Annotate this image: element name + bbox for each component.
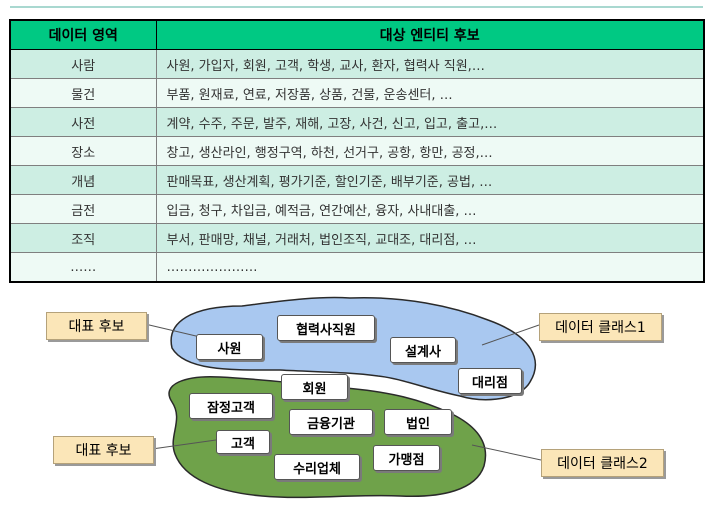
callout-line-class1 xyxy=(481,324,540,346)
row-area: 물건 xyxy=(9,78,157,108)
class1-representative-node: 사원 xyxy=(196,334,263,360)
class1-member-node: 설계사 xyxy=(390,337,456,363)
class2-representative-node: 고객 xyxy=(216,430,270,454)
table-row: 사람 사원, 가입자, 회원, 고객, 학생, 교사, 환자, 협력사 직원,… xyxy=(9,49,705,79)
row-candidates: 부서, 판매망, 채널, 거래처, 법인조직, 교대조, 대리점, … xyxy=(155,223,705,253)
class1-member-node: 협력사직원 xyxy=(277,315,375,341)
header-entity-candidates: 대상 엔티티 후보 xyxy=(155,19,705,50)
class2-member-node: 수리업체 xyxy=(274,454,360,480)
callout-line-class2 xyxy=(471,444,542,461)
top-rule xyxy=(10,6,703,8)
row-candidates: ………………… xyxy=(155,252,705,283)
row-candidates: 창고, 생산라인, 행정구역, 하천, 선거구, 공항, 항만, 공정,… xyxy=(155,136,705,166)
row-area: 사전 xyxy=(9,107,157,137)
class2-callout: 데이터 클래스2 xyxy=(541,449,664,477)
row-candidates: 사원, 가입자, 회원, 고객, 학생, 교사, 환자, 협력사 직원,… xyxy=(155,49,705,79)
representative-callout-1: 대표 후보 xyxy=(46,312,147,340)
table-row: 사전 계약, 수주, 주문, 발주, 재해, 고장, 사건, 신고, 입고, 출… xyxy=(9,107,705,137)
class2-member-node: 회원 xyxy=(281,374,348,400)
row-area: …… xyxy=(9,252,157,283)
table-row: 장소 창고, 생산라인, 행정구역, 하천, 선거구, 공항, 항만, 공정,… xyxy=(9,136,705,166)
row-area: 조직 xyxy=(9,223,157,253)
table-row: 조직 부서, 판매망, 채널, 거래처, 법인조직, 교대조, 대리점, … xyxy=(9,223,705,253)
class2-member-node: 잠정고객 xyxy=(189,393,273,419)
class1-callout: 데이터 클래스1 xyxy=(539,313,662,341)
entity-candidate-table: 데이터 영역 대상 엔티티 후보 사람 사원, 가입자, 회원, 고객, 학생,… xyxy=(9,19,705,283)
row-candidates: 계약, 수주, 주문, 발주, 재해, 고장, 사건, 신고, 입고, 출고,… xyxy=(155,107,705,137)
class2-member-node: 법인 xyxy=(384,409,452,435)
callout-line-rep2 xyxy=(151,439,217,450)
table-header-row: 데이터 영역 대상 엔티티 후보 xyxy=(9,19,705,50)
class1-member-node: 대리점 xyxy=(458,368,522,394)
row-area: 개념 xyxy=(9,165,157,195)
class1-region xyxy=(170,296,537,401)
class2-member-node: 금융기관 xyxy=(289,409,373,435)
table-row: …… ………………… xyxy=(9,252,705,283)
class2-member-node: 가맹점 xyxy=(373,445,440,471)
row-area: 장소 xyxy=(9,136,157,166)
row-area: 사람 xyxy=(9,49,157,79)
representative-callout-2: 대표 후보 xyxy=(53,436,154,464)
